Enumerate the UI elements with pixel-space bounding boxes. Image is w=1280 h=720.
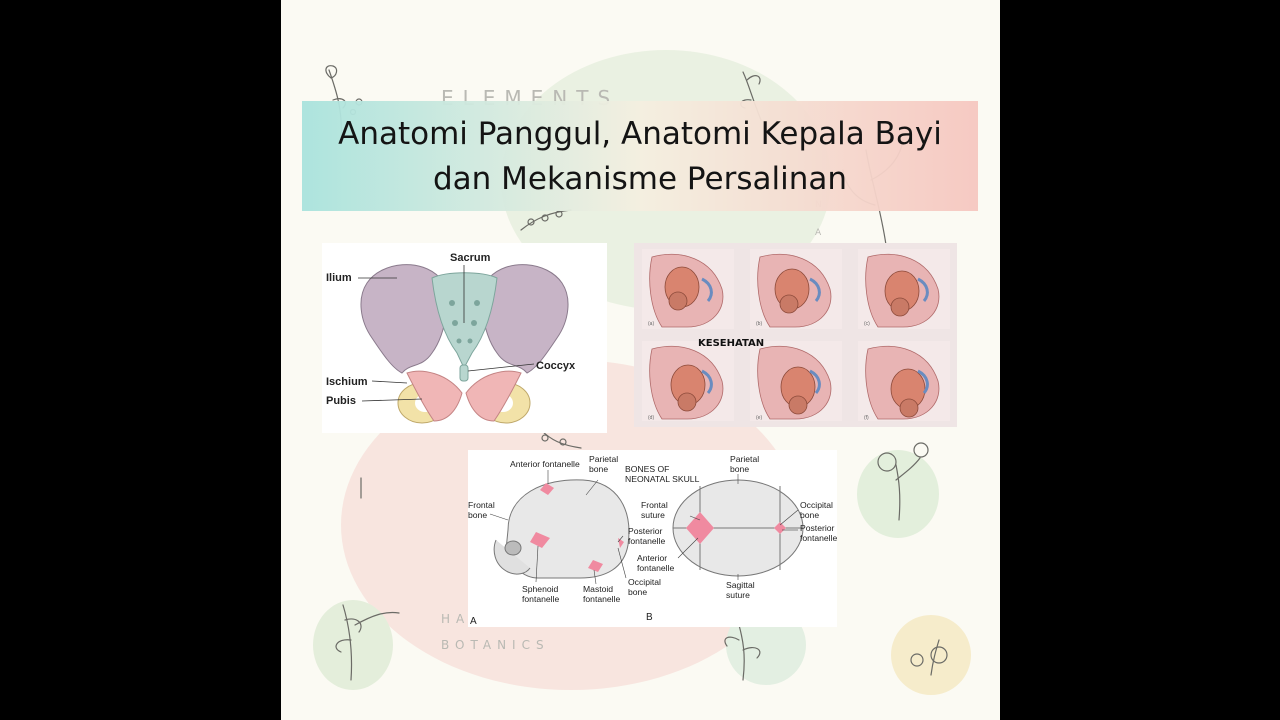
skull-a-parietal-label-1: Parietal: [589, 454, 618, 464]
skull-b-parietal-label-2: bone: [730, 464, 749, 474]
skull-a-occipital-label-2: bone: [628, 587, 647, 597]
labor-caption-c: (c): [864, 321, 870, 327]
watermark-botanics: BOTANICS: [441, 638, 550, 652]
neonatal-skull-image: Anterior fontanelle Parietal bone Fronta…: [468, 450, 837, 627]
skull-a-mastoid-label-2: fontanelle: [583, 594, 620, 604]
labor-mechanism-image: KESEHATAN (a) (b) (c) (d) (e) (f): [634, 243, 957, 427]
title-banner: [302, 101, 978, 211]
botanical-decoration-icon: [325, 65, 948, 681]
labor-caption-a: (a): [648, 321, 654, 327]
title-line-1: Anatomi Panggul, Anatomi Kepala Bayi: [338, 116, 942, 152]
pelvis-label-sacrum: Sacrum: [450, 252, 491, 264]
skull-a-sphenoid-label-1: Sphenoid: [522, 584, 559, 594]
skull-b-occipital-label-2: bone: [800, 510, 819, 520]
labor-stage-panel: [858, 249, 950, 329]
skull-b-parietal-label-1: Parietal: [730, 454, 759, 464]
labor-caption-f: (f): [864, 415, 869, 421]
skull-a-frontal-label-2: bone: [468, 510, 487, 520]
skull-heading-line-1: BONES OF: [625, 464, 669, 474]
skull-b-frontal-suture-label-2: suture: [641, 510, 665, 520]
skull-panel-a-label: A: [470, 616, 477, 627]
watermark-ha: HA: [441, 612, 471, 626]
skull-b-anterior-label-2: fontanelle: [637, 563, 674, 573]
pelvis-label-ischium: Ischium: [326, 376, 368, 388]
skull-b-anterior-label-1: Anterior: [637, 553, 667, 563]
labor-stage-panel: [750, 249, 842, 329]
skull-a-parietal-label-2: bone: [589, 464, 608, 474]
page-title: Anatomi Panggul, Anatomi Kepala Bayi dan…: [302, 112, 978, 202]
watermark-a: A: [815, 228, 828, 238]
background-blob-green-right: [857, 450, 939, 538]
skull-a-frontal-label-1: Frontal: [468, 500, 495, 510]
pelvis-illustration: Sacrum Ilium Coccyx Ischium Pubis: [326, 252, 576, 424]
skull-illustration: Anterior fontanelle Parietal bone Fronta…: [468, 454, 837, 627]
labor-caption-b: (b): [756, 321, 762, 327]
skull-b-occipital-label-1: Occipital: [800, 500, 833, 510]
skull-a-anterior-fontanelle-label: Anterior fontanelle: [510, 459, 580, 469]
labor-stages-illustration: KESEHATAN (a) (b) (c) (d) (e) (f): [642, 249, 950, 421]
skull-heading-line-2: NEONATAL SKULL: [625, 474, 700, 484]
skull-a-occipital-label-1: Occipital: [628, 577, 661, 587]
skull-a-mastoid-label-1: Mastoid: [583, 584, 613, 594]
slide-canvas: ELEMENTS BOTANICS HA N A Anatomi Panggul…: [281, 0, 1000, 720]
title-line-2: dan Mekanisme Persalinan: [432, 161, 847, 197]
skull-a-sphenoid-label-2: fontanelle: [522, 594, 559, 604]
pelvis-label-coccyx: Coccyx: [536, 360, 576, 372]
labor-stage-panel: [642, 249, 734, 329]
labor-stage-panel: [858, 341, 950, 421]
labor-caption-d: (d): [648, 415, 654, 421]
pelvis-label-pubis: Pubis: [326, 395, 356, 407]
skull-a-posterior-label-1: Posterior: [628, 526, 663, 536]
skull-b-frontal-suture-label-1: Frontal: [641, 500, 668, 510]
labor-stage-panel: [750, 341, 842, 421]
skull-b-posterior-label-2: fontanelle: [800, 533, 837, 543]
pelvis-label-ilium: Ilium: [326, 272, 352, 284]
pelvis-anatomy-image: Sacrum Ilium Coccyx Ischium Pubis: [322, 243, 607, 433]
skull-panel-b-label: B: [646, 612, 653, 623]
labor-caption-e: (e): [756, 415, 762, 421]
labor-stage-panel: [642, 341, 734, 421]
background-blob-green-small: [313, 600, 393, 690]
skull-b-sagittal-label-2: suture: [726, 590, 750, 600]
labor-overlay-text: KESEHATAN: [698, 338, 764, 349]
skull-b-posterior-label-1: Posterior: [800, 523, 835, 533]
skull-b-sagittal-label-1: Sagittal: [726, 580, 755, 590]
skull-a-posterior-label-2: fontanelle: [628, 536, 665, 546]
